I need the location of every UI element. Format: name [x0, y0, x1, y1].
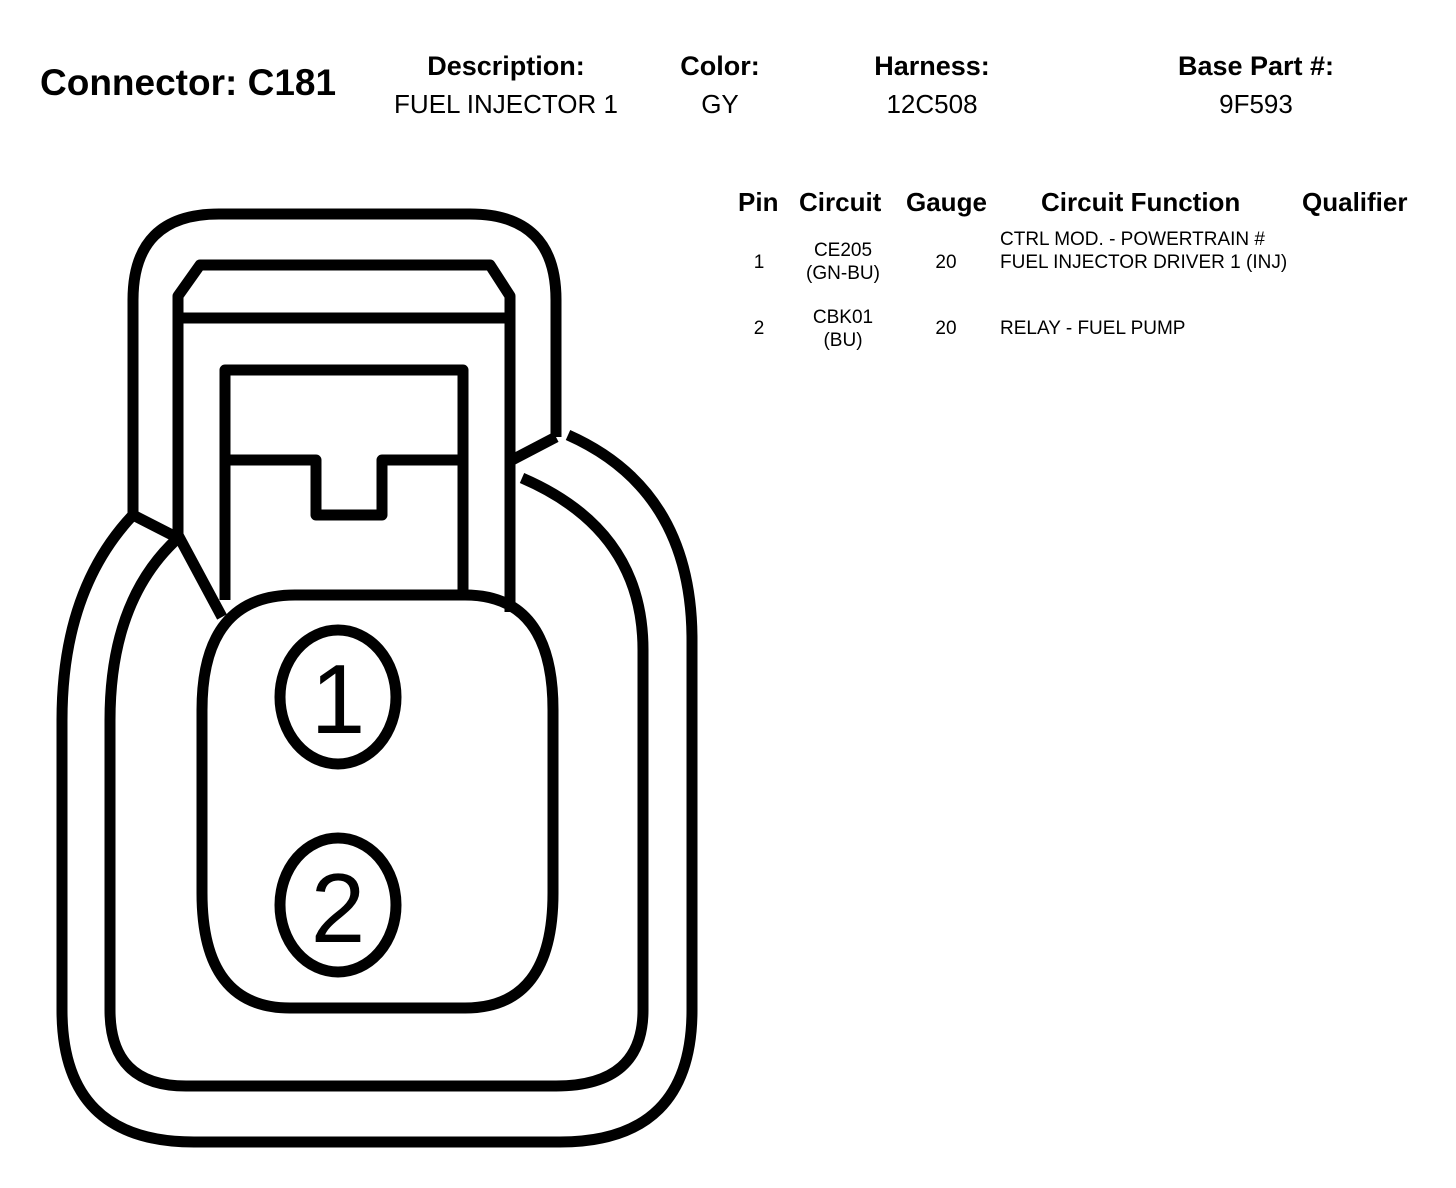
row-circuit: CE205 (GN-BU) — [788, 239, 898, 285]
row-pin: 2 — [753, 318, 765, 339]
description-block: Description: FUEL INJECTOR 1 — [376, 50, 636, 120]
pin-1-circle — [274, 624, 402, 770]
color-block: Color: GY — [660, 50, 780, 120]
base-part-value: 9F593 — [1219, 89, 1293, 119]
color-value: GY — [701, 89, 739, 119]
circuit-id: CBK01 — [812, 307, 874, 328]
row-gauge: 20 — [935, 252, 957, 273]
lock-tab-housing — [172, 259, 516, 612]
circuit-wire-color: (GN-BU) — [806, 263, 880, 284]
header-pin: Pin — [738, 187, 779, 217]
connector-outer-body-left — [56, 511, 300, 1148]
row-gauge: 20 — [935, 318, 957, 339]
connector-title: Connector: C181 — [40, 62, 337, 103]
base-part-label: Base Part #: — [1177, 51, 1335, 81]
harness-block: Harness: 12C508 — [842, 50, 1022, 120]
connector-inner-ring — [104, 472, 649, 1092]
description-value: FUEL INJECTOR 1 — [394, 89, 618, 119]
row-function: RELAY - FUEL PUMP — [1000, 318, 1186, 339]
connector-face-diagram: 1 2 — [56, 208, 698, 1148]
connector-outer-tab — [127, 208, 562, 515]
row-pin: 1 — [753, 252, 765, 273]
harness-label: Harness: — [874, 51, 990, 81]
connector-shell-join-right — [509, 432, 559, 465]
circuit-id: CE205 — [813, 240, 873, 261]
description-label: Description: — [427, 51, 585, 81]
header-qualifier: Qualifier — [1302, 187, 1408, 217]
pin-cavity-block — [196, 589, 559, 1014]
pin-1-label: 1 — [311, 644, 366, 754]
row-function: CTRL MOD. - POWERTRAIN # FUEL INJECTOR D… — [1000, 229, 1288, 273]
pin-2-label: 2 — [311, 853, 366, 963]
lock-tab-left-diag — [173, 532, 227, 620]
connector-shell-join-left — [130, 510, 181, 543]
latch-outline — [219, 364, 469, 600]
circuit-wire-color: (BU) — [823, 330, 863, 351]
base-part-block: Base Part #: 9F593 — [1146, 50, 1366, 120]
header-circuit-function: Circuit Function — [1041, 187, 1241, 217]
color-label: Color: — [680, 51, 760, 81]
harness-value: 12C508 — [886, 89, 978, 119]
connector-outer-body-right — [300, 429, 698, 1148]
latch-notch — [225, 454, 463, 521]
header-gauge: Gauge — [906, 187, 987, 217]
header-circuit: Circuit — [799, 187, 882, 217]
pin-2-circle — [274, 832, 402, 978]
row-circuit: CBK01 (BU) — [788, 306, 898, 352]
